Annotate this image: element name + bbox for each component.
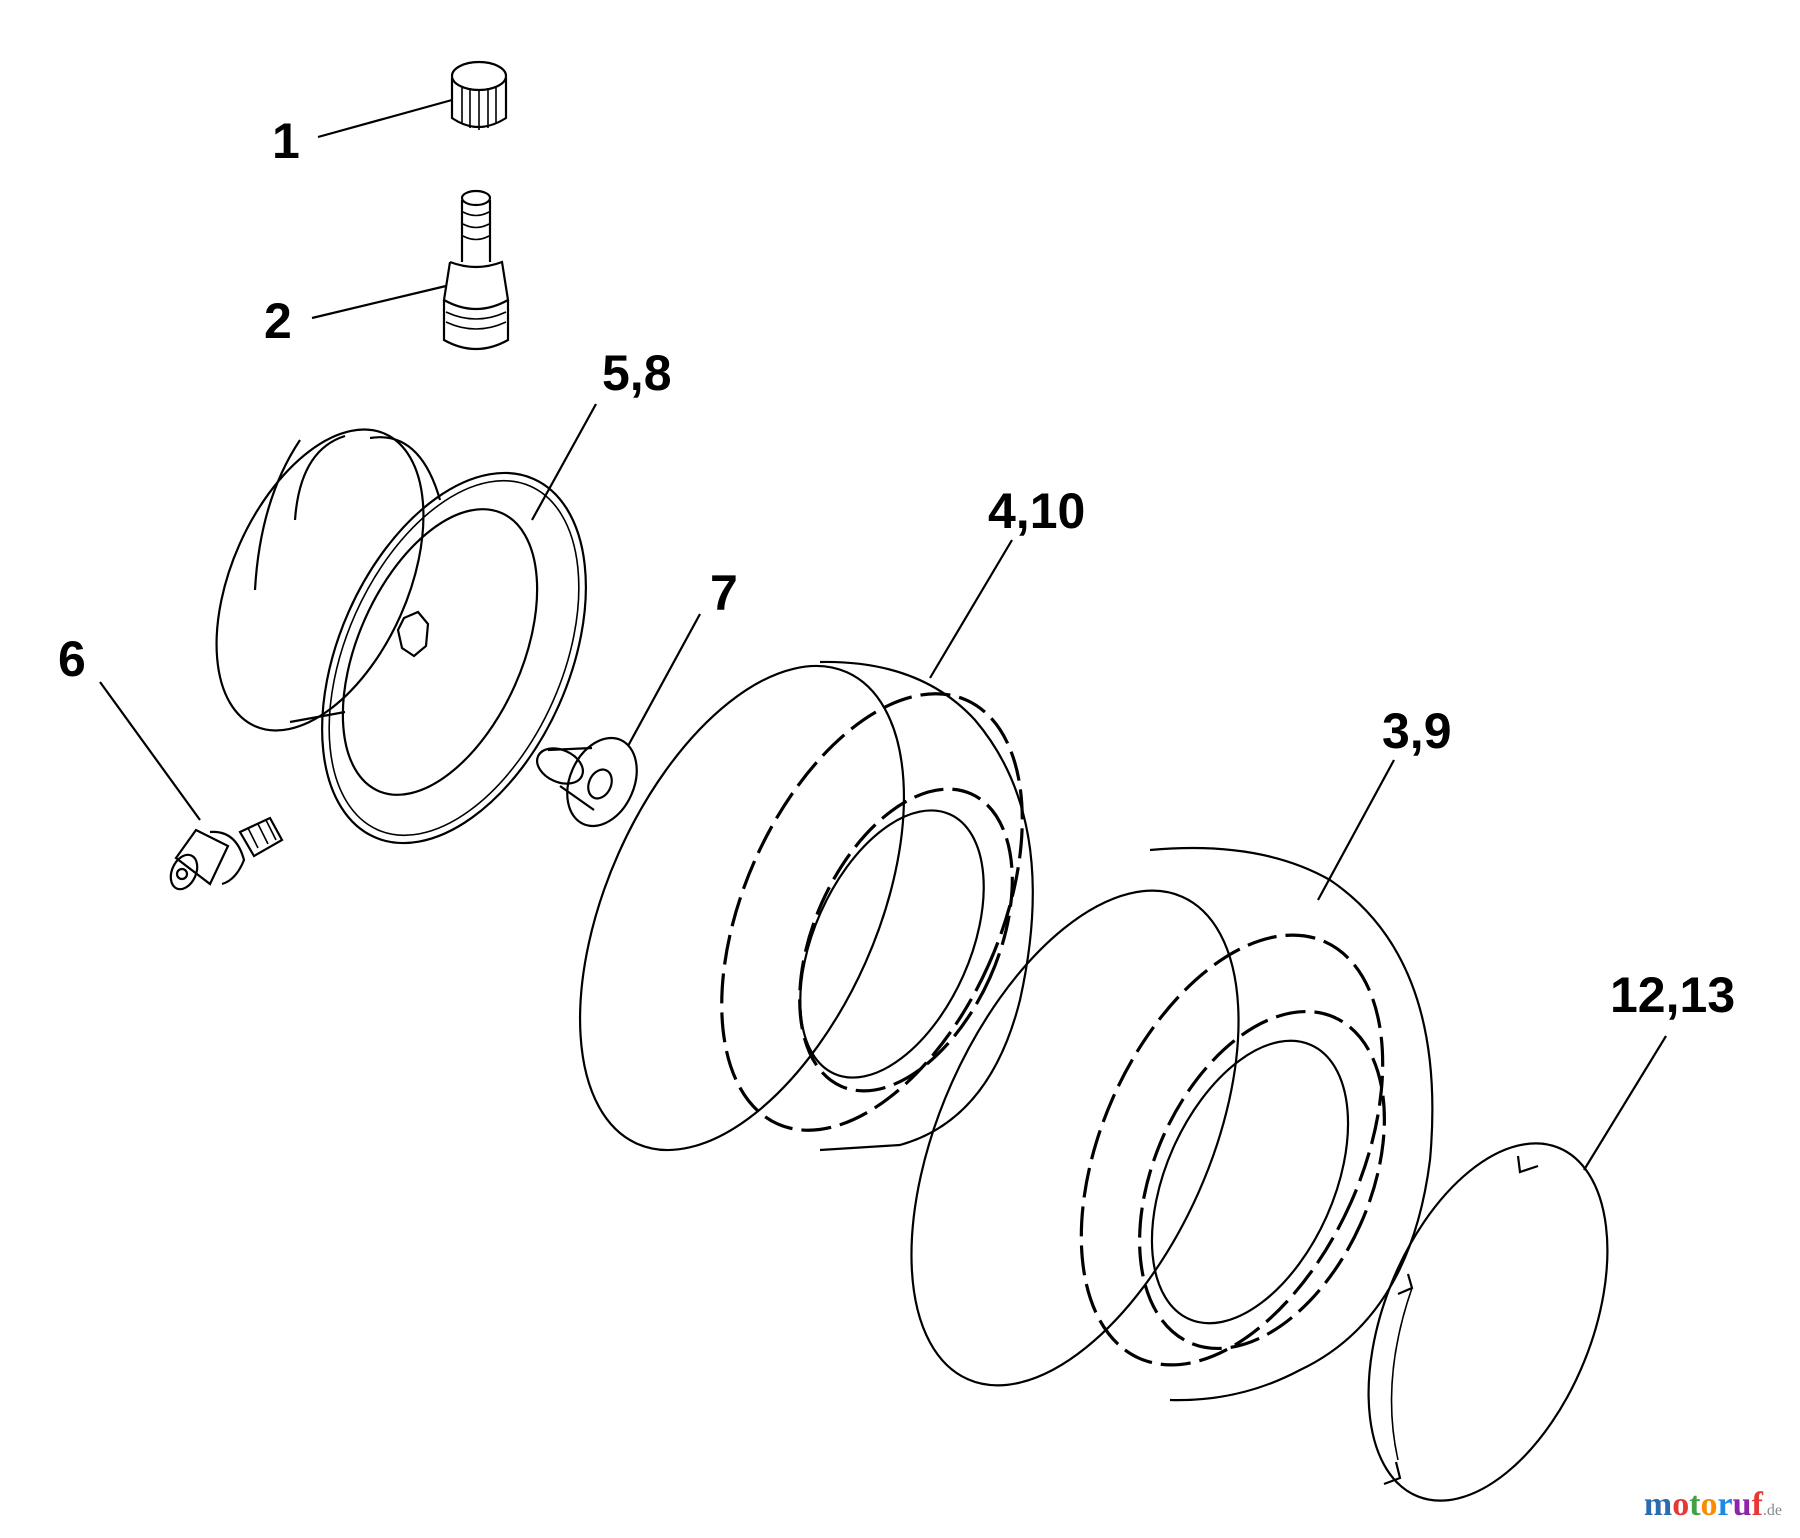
part-valve-cap xyxy=(450,60,508,130)
watermark-letter: o xyxy=(1700,1486,1718,1523)
callout-1: 1 xyxy=(272,113,300,169)
watermark-letter: m xyxy=(1643,1486,1673,1523)
leader-7 xyxy=(627,613,701,747)
callout-7: 7 xyxy=(710,565,738,621)
callout-6: 6 xyxy=(58,631,86,687)
watermark-suffix: .de xyxy=(1762,1502,1782,1519)
leader-1213 xyxy=(1583,1035,1667,1171)
leader-58 xyxy=(531,403,597,521)
callout-1213: 12,13 xyxy=(1610,967,1735,1023)
watermark-letter: r xyxy=(1717,1486,1733,1523)
leader-410 xyxy=(929,539,1013,679)
watermark-letter: o xyxy=(1672,1486,1690,1523)
callout-410: 4,10 xyxy=(988,483,1085,539)
leader-1 xyxy=(317,98,453,139)
part-tire-rear xyxy=(910,846,1434,1402)
watermark-letter: t xyxy=(1689,1486,1701,1523)
callout-58: 5,8 xyxy=(602,345,672,401)
part-rim xyxy=(215,428,587,845)
part-hub-cap xyxy=(1367,1142,1609,1502)
watermark-letter: u xyxy=(1732,1486,1752,1523)
leader-39 xyxy=(1317,759,1395,901)
callout-39: 3,9 xyxy=(1382,703,1452,759)
watermark-logo: motoruf.de xyxy=(1644,1486,1782,1524)
leader-2 xyxy=(311,284,447,320)
part-bearing xyxy=(536,736,638,828)
part-grease-fitting xyxy=(169,816,284,891)
callout-2: 2 xyxy=(264,293,292,349)
part-valve-stem xyxy=(442,189,510,350)
leader-6 xyxy=(99,681,201,821)
part-tire-front xyxy=(578,660,1034,1152)
watermark-letter: f xyxy=(1751,1486,1763,1523)
